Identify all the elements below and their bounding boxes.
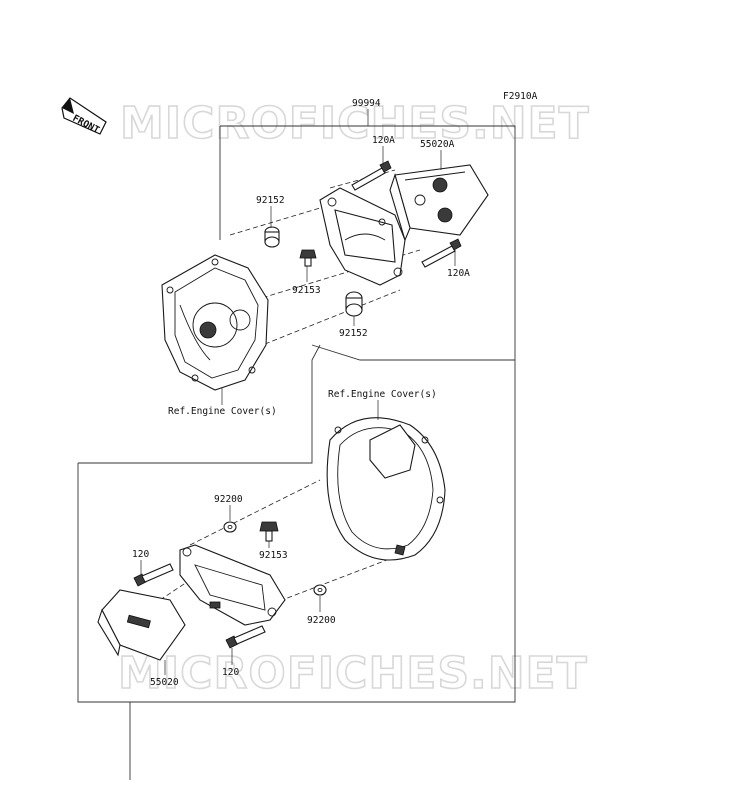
diagram-code: F2910A — [503, 91, 538, 102]
label-120A-right: 120A — [447, 268, 470, 279]
collar-92152-top — [264, 226, 280, 248]
label-ref-cover-left: Ref.Engine Cover(s) — [168, 406, 277, 417]
label-92200-right: 92200 — [307, 615, 336, 626]
frame-divider — [311, 344, 515, 361]
watermark-bottom: MICROFICHES.NET — [118, 648, 588, 699]
assembly-line — [249, 289, 401, 351]
label-120-bottom: 120 — [222, 667, 239, 678]
bolt-92153-lower — [259, 521, 279, 542]
lower-frame-left-edge — [77, 463, 130, 703]
assembly-line — [229, 204, 331, 236]
lower-bracket — [179, 544, 286, 626]
lower-assembly-frame — [78, 344, 321, 464]
label-55020: 55020 — [150, 677, 179, 688]
washer-92200-right — [313, 584, 327, 596]
label-120A-top: 120A — [372, 135, 395, 146]
frame-slider-55020A — [389, 164, 489, 242]
bolt-120A-top — [351, 160, 392, 191]
label-92152-mid: 92152 — [339, 328, 368, 339]
collar-92152-mid — [345, 291, 363, 317]
label-92153-low: 92153 — [259, 550, 288, 561]
washer-92200-top — [223, 521, 237, 533]
bracket-99994 — [319, 187, 406, 286]
label-55020A: 55020A — [420, 139, 455, 150]
engine-cover-left — [161, 254, 269, 391]
label-92200-top: 92200 — [214, 494, 243, 505]
upper-assembly-frame — [129, 125, 516, 780]
engine-cover-right — [326, 417, 446, 561]
label-92153-top: 92153 — [292, 285, 321, 296]
bolt-120-left — [133, 563, 174, 587]
label-120-left: 120 — [132, 549, 149, 560]
label-99994: 99994 — [352, 98, 381, 109]
bolt-92153-top — [299, 249, 317, 267]
assembly-line — [189, 479, 321, 546]
frame-slider-55020 — [97, 589, 186, 661]
watermark-top: MICROFICHES.NET — [120, 98, 590, 149]
bolt-120-bottom — [225, 625, 266, 649]
assembly-line — [254, 249, 421, 301]
assembly-line — [159, 579, 191, 601]
front-arrow-icon: FRONT — [61, 97, 107, 136]
label-ref-cover-right: Ref.Engine Cover(s) — [328, 389, 437, 400]
label-92152-top: 92152 — [256, 195, 285, 206]
